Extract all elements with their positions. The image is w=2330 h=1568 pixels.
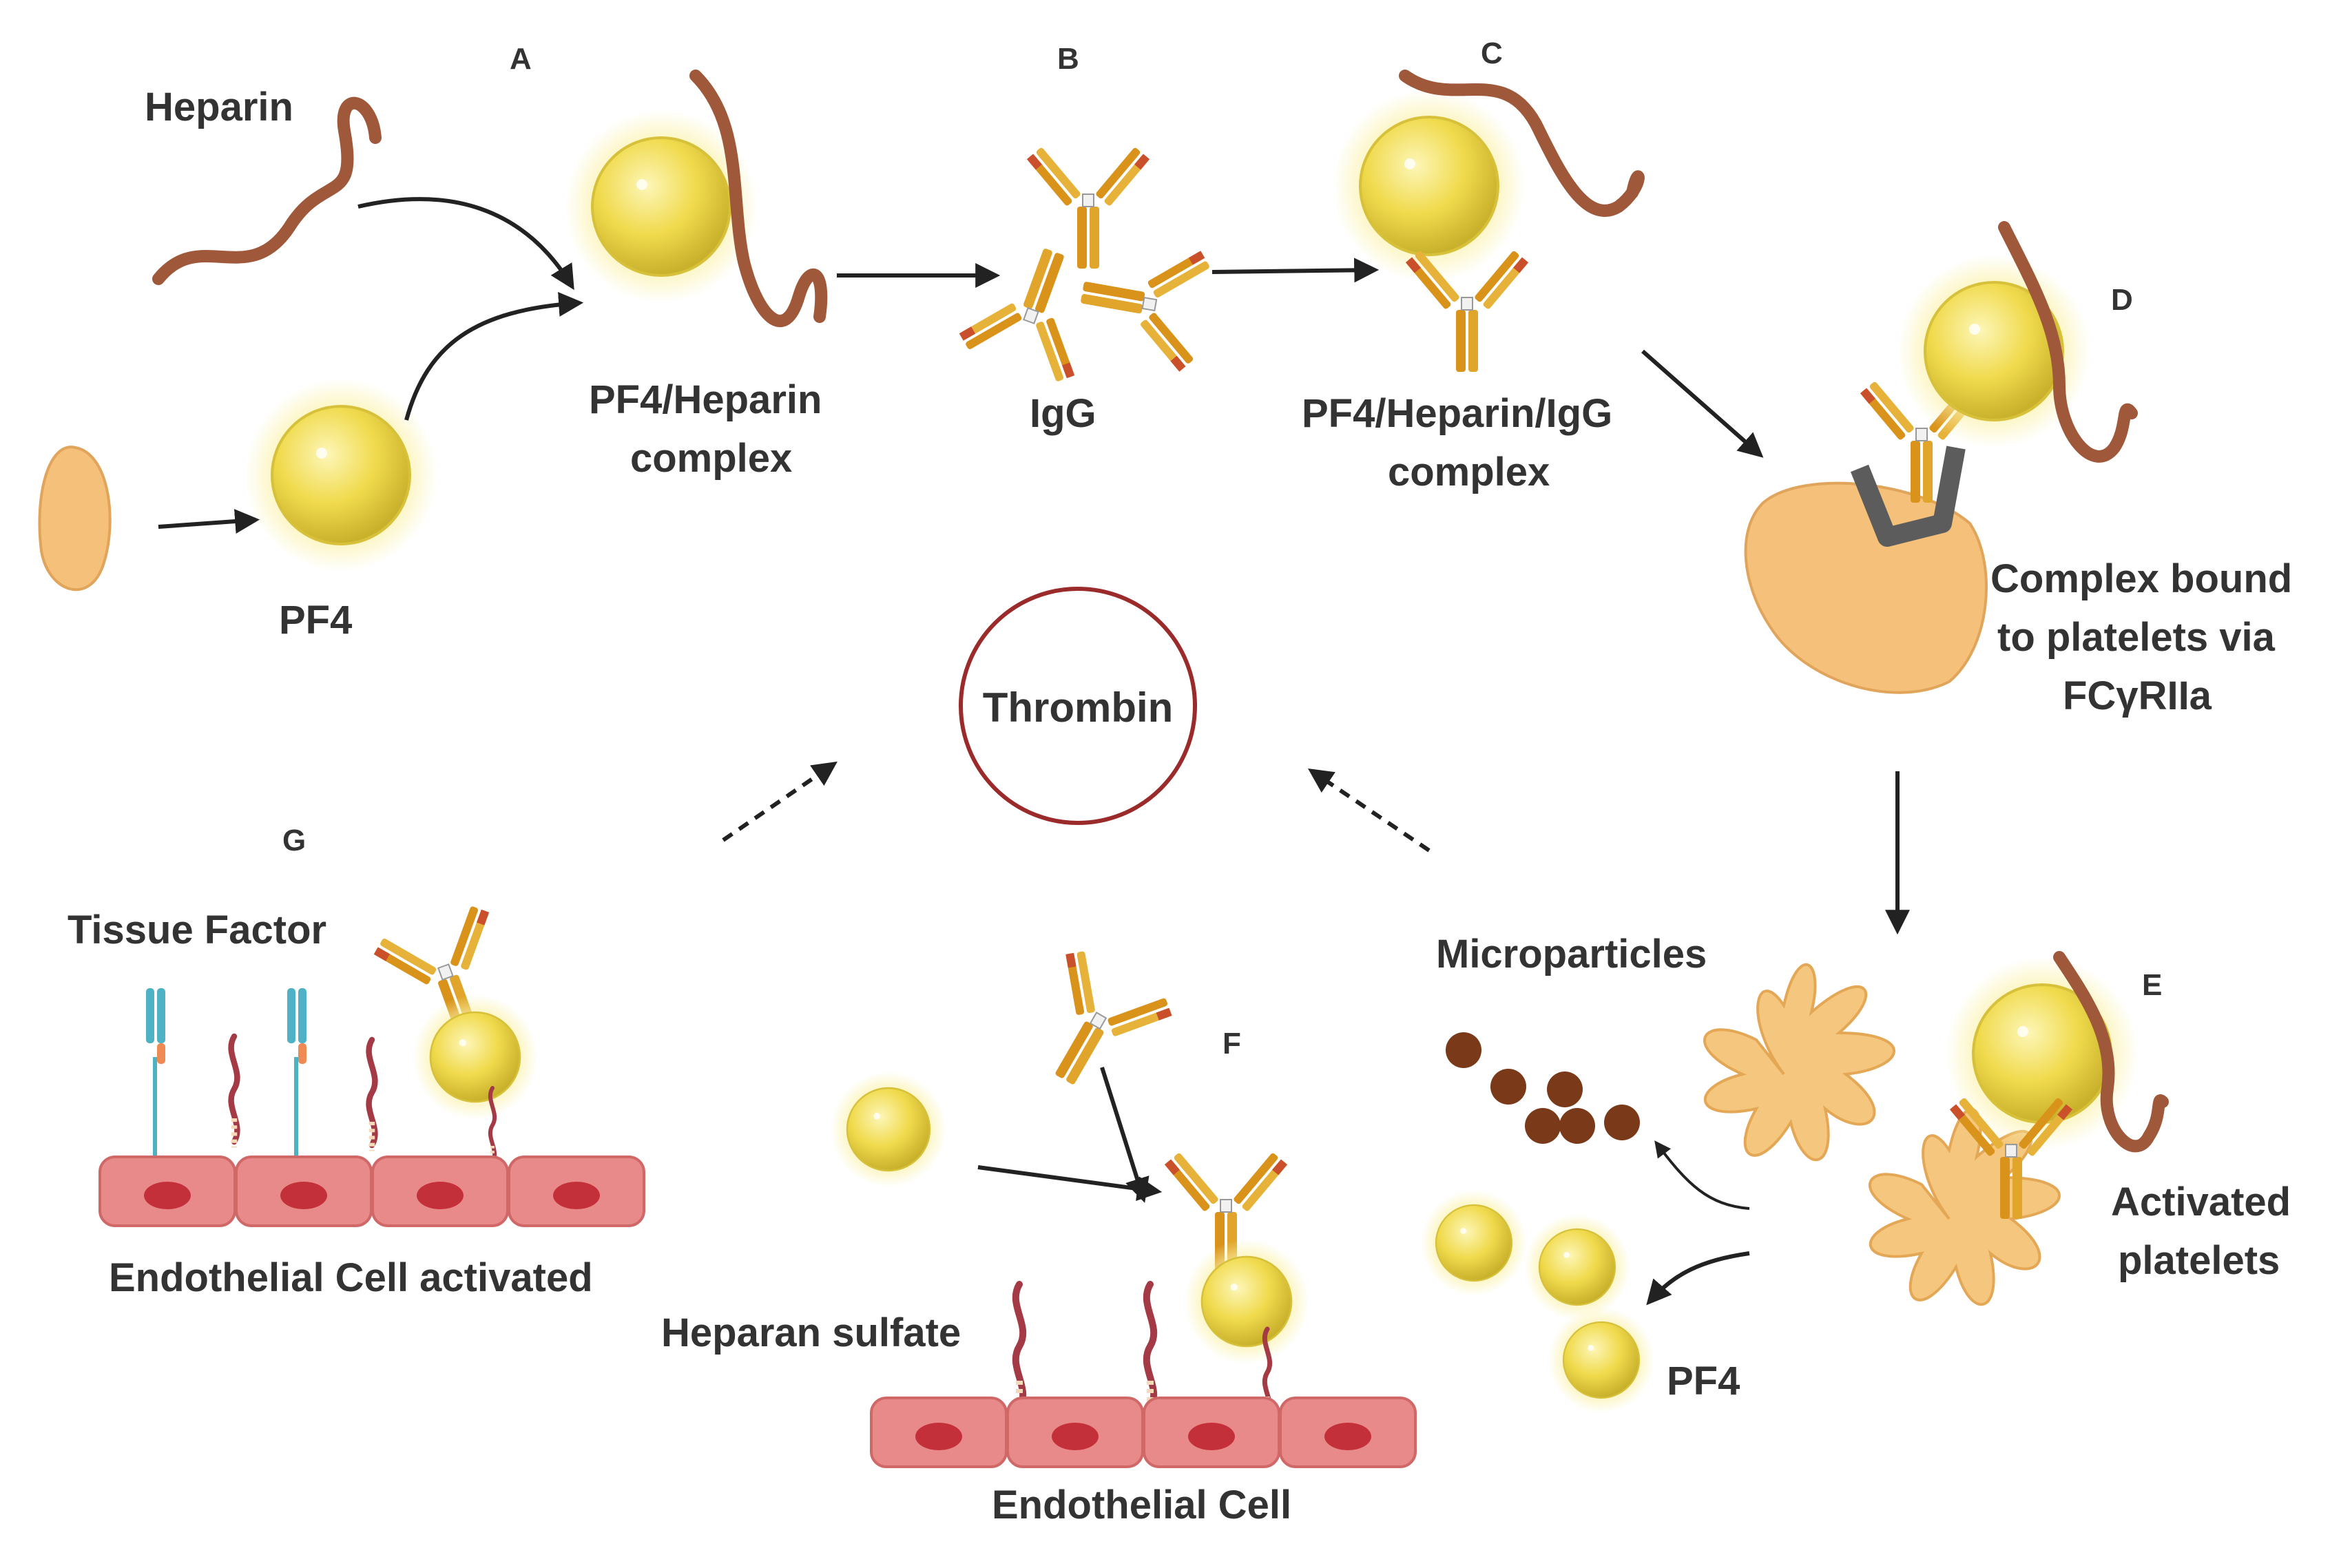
arrow-platelet-to-pf4 (158, 509, 260, 534)
activated-heparin-strand (2053, 951, 2169, 1153)
arrow-heparin-to-complex (357, 197, 574, 291)
free-antibody-f (1010, 943, 1179, 1111)
panel-letter-d: D (2111, 283, 2133, 317)
pf4-heparin-igg-label-2: complex (1388, 450, 1550, 494)
arrow-platelet-to-microparticles (1654, 1140, 1750, 1210)
heparan-sulfate-strand-g-1 (231, 1036, 238, 1148)
microparticle (1490, 1069, 1526, 1105)
bound-heparin-strand (1998, 221, 2138, 463)
arrow-pf4-to-complex (404, 291, 584, 421)
endothelial-cell (235, 1156, 373, 1227)
pf4-heparin-igg-strand (1399, 70, 1645, 217)
pf4-heparin-igg-label-1: PF4/Heparin/IgG (1302, 391, 1612, 436)
panel-letter-e: E (2142, 968, 2162, 1002)
arrow-antibody-to-surface-f (1100, 1067, 1150, 1203)
endothelial-cell (1006, 1397, 1144, 1468)
pf4-label-top: PF4 (279, 598, 352, 642)
released-pf4-sphere-1 (1419, 1189, 1528, 1297)
microparticle (1559, 1108, 1595, 1144)
released-pf4-sphere-3 (1547, 1306, 1656, 1414)
tissue-factor-receptor-1 (146, 988, 165, 1164)
pf4-heparin-label-2: complex (630, 436, 792, 481)
thrombin-label: Thrombin (983, 684, 1174, 731)
endothelial-cell-row-g (98, 1156, 645, 1227)
platelet-source (38, 446, 112, 592)
heparan-sulfate-strand-2 (1147, 1284, 1154, 1415)
free-pf4-sphere-f (829, 1070, 948, 1189)
complex-bound-label-1: Complex bound (1990, 556, 2292, 601)
activated-platelet-small (1703, 963, 1895, 1162)
microparticle (1547, 1072, 1583, 1107)
microparticle (1525, 1108, 1561, 1144)
endothelial-cell (870, 1397, 1008, 1468)
endothelial-activated-label: Endothelial Cell activated (109, 1255, 593, 1300)
tissue-factor-label: Tissue Factor (67, 908, 326, 952)
arrow-igg-to-complex (1211, 258, 1380, 283)
dashed-arrow-microparticles-to-thrombin (1308, 768, 1431, 853)
pf4-heparin-label-1: PF4/Heparin (589, 377, 822, 422)
complex-bound-label-3: FCγRIIa (2063, 673, 2212, 718)
endothelial-cell (1143, 1397, 1280, 1468)
endothelial-cell (371, 1156, 509, 1227)
microparticle-cluster (1446, 1032, 1640, 1144)
microparticle (1446, 1032, 1481, 1068)
endothelial-cell (98, 1156, 236, 1227)
panel-letter-f: F (1223, 1027, 1241, 1060)
arrow-complex-to-platelet (1641, 349, 1764, 458)
igg-label: IgG (1030, 391, 1096, 436)
endothelial-cell-label: Endothelial Cell (992, 1483, 1291, 1527)
tissue-factor-receptor-2 (287, 988, 306, 1164)
released-pf4-sphere-2 (1523, 1213, 1632, 1321)
pf4-heparin-igg-sphere (1331, 88, 1527, 284)
bound-pf4-sphere-f (1183, 1237, 1311, 1366)
igg-antibody-2 (954, 229, 1113, 388)
fc-receptor (1851, 446, 1966, 547)
panel-letter-g: G (282, 824, 306, 857)
thrombin-circle (959, 587, 1197, 825)
panel-letter-b: B (1057, 42, 1079, 76)
heparan-sulfate-label: Heparan sulfate (661, 1310, 961, 1355)
heparan-sulfate-strand-g-2 (369, 1040, 375, 1151)
arrow-platelet-to-pf4 (1646, 1251, 1750, 1306)
microparticles-label: Microparticles (1436, 932, 1707, 976)
complex-bound-label-2: to platelets via (1997, 615, 2276, 660)
arrow-pf4-to-surface-f (977, 1165, 1163, 1201)
endothelial-cell-row-f (870, 1397, 1417, 1468)
microparticle (1604, 1105, 1640, 1140)
heparan-sulfate-strand-1 (1016, 1284, 1023, 1415)
pf4-sphere-g (411, 993, 539, 1121)
panel-letter-c: C (1481, 36, 1503, 70)
endothelial-cell (1279, 1397, 1417, 1468)
endothelial-cell (508, 1156, 645, 1227)
panel-letter-a: A (510, 42, 532, 76)
pf4-heparin-strand (689, 70, 828, 327)
heparin-label: Heparin (145, 85, 293, 129)
pf4-label-bottom: PF4 (1667, 1359, 1740, 1403)
heparin-strand (152, 96, 382, 285)
dashed-arrow-endothelium-to-thrombin (722, 761, 838, 842)
activated-platelets-label-1: Activated (2111, 1180, 2291, 1224)
activated-platelets-label-2: platelets (2118, 1238, 2280, 1283)
